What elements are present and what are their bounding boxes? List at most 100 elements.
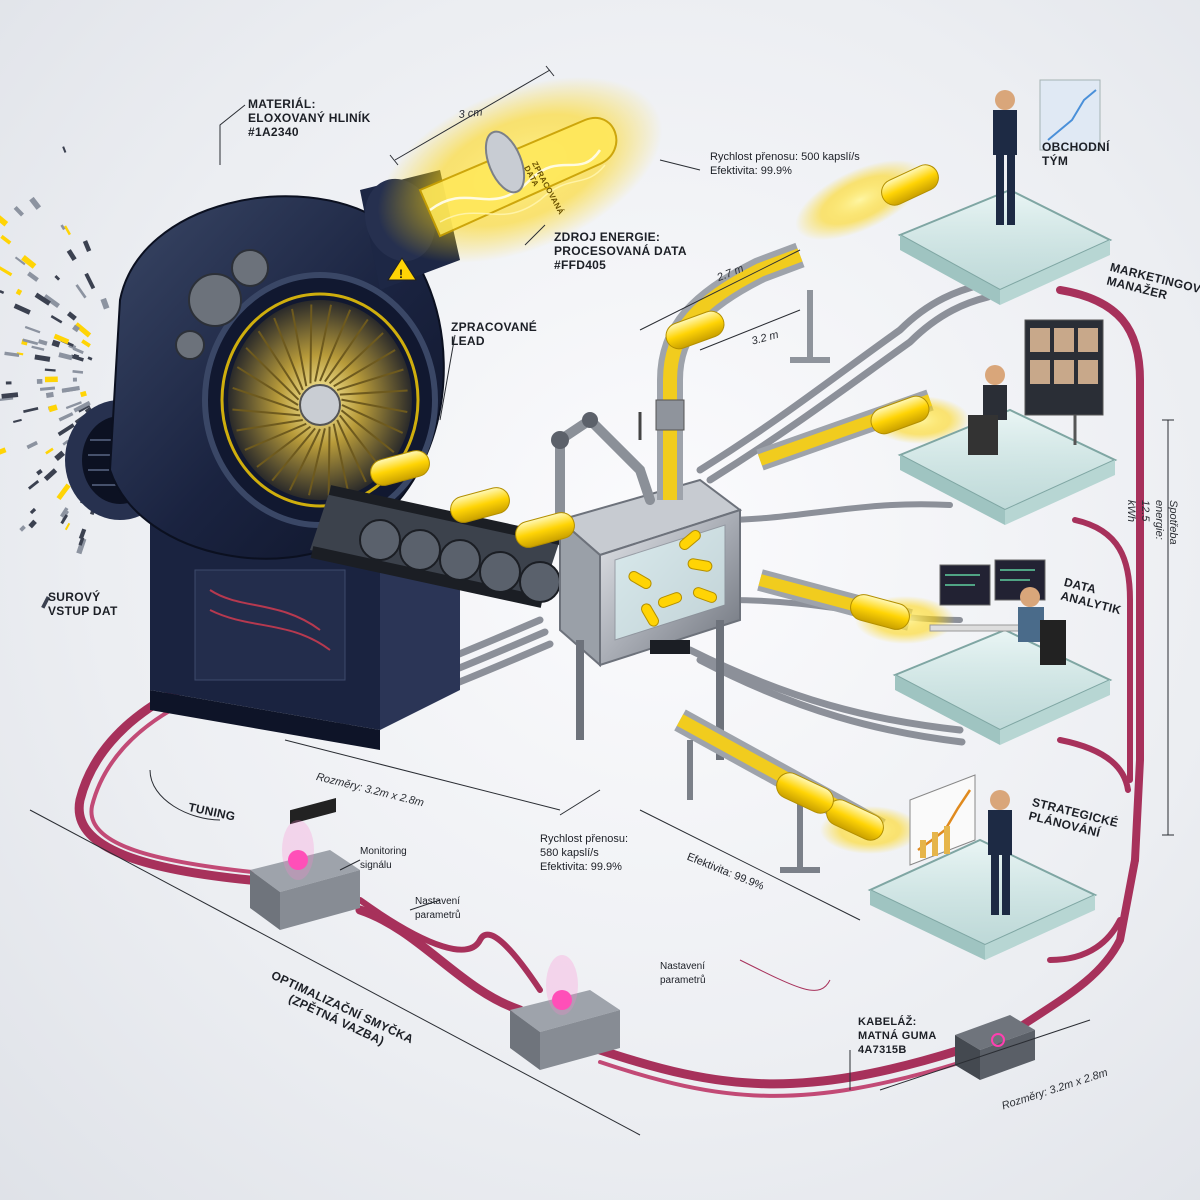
data-fragment xyxy=(15,288,23,296)
energy-tube xyxy=(377,76,663,264)
data-fragment xyxy=(0,289,5,295)
data-fragment xyxy=(78,537,85,546)
turbine-blade xyxy=(291,308,308,387)
data-fragment xyxy=(60,514,69,525)
data-fragment xyxy=(82,240,92,253)
turbine-blade xyxy=(339,414,383,470)
data-fragment xyxy=(79,390,87,398)
data-fragment xyxy=(81,339,91,348)
turbine-blade xyxy=(341,404,404,434)
sorted-capsule xyxy=(641,603,659,627)
data-fragment xyxy=(70,354,84,362)
team-label-sales: OBCHODNÍ TÝM xyxy=(1042,140,1110,168)
control-box-left xyxy=(250,797,360,930)
data-fragment xyxy=(12,418,22,424)
sorted-capsule xyxy=(687,558,713,572)
data-fragment xyxy=(21,255,37,269)
data-fragment xyxy=(36,468,43,476)
data-fragment xyxy=(76,537,87,555)
data-fragment xyxy=(23,407,39,413)
data-fragment xyxy=(0,447,7,457)
data-fragment xyxy=(48,404,58,413)
param-adjust-label-1: Nastavení parametrů xyxy=(415,896,461,921)
data-capsule xyxy=(850,594,910,630)
platform-analyst xyxy=(892,559,1113,745)
data-fragment xyxy=(72,324,80,333)
turbine-blade xyxy=(244,422,307,451)
data-fragment xyxy=(27,480,40,490)
data-fragment xyxy=(66,249,77,261)
data-fragment xyxy=(19,525,26,532)
turbine-blade xyxy=(327,426,331,496)
sorted-capsule xyxy=(628,571,652,589)
data-fragment xyxy=(26,440,38,450)
data-fragment xyxy=(78,528,87,540)
turbine-blade xyxy=(245,347,300,401)
turbine-blade xyxy=(256,425,312,468)
data-fragment xyxy=(60,224,66,231)
transfer-rate-center: Rychlost přenosu: 580 kapslí/s Efektivit… xyxy=(540,833,629,873)
data-fragment xyxy=(58,412,74,422)
data-fragment xyxy=(56,483,71,501)
turbine-blade xyxy=(332,423,349,492)
data-fragment xyxy=(63,225,71,236)
data-fragment xyxy=(27,271,39,282)
data-fragment xyxy=(22,338,39,346)
turbine-blade xyxy=(341,398,408,414)
data-capsule xyxy=(881,164,939,206)
turbine-blade xyxy=(339,389,408,396)
turbine-blade xyxy=(273,317,304,391)
platform-strategy xyxy=(867,774,1098,960)
turbine-blade xyxy=(257,330,302,396)
sorted-capsule xyxy=(692,587,718,603)
data-fragment xyxy=(66,311,77,321)
svg-text:!: ! xyxy=(399,267,403,281)
turbine-blade xyxy=(236,366,299,406)
energy-source-label: ZDROJ ENERGIE: PROCESOVANÁ DATA #ffd405 xyxy=(554,230,687,272)
control-box-right xyxy=(955,1015,1035,1080)
data-fragment xyxy=(41,596,51,609)
data-capsule xyxy=(665,310,725,350)
data-fragment xyxy=(51,339,61,348)
data-fragment xyxy=(60,507,69,518)
turbine-blade xyxy=(271,427,316,482)
platform-marketing xyxy=(897,319,1118,525)
turbine-blade xyxy=(340,409,395,453)
turbine-blade xyxy=(232,387,299,412)
sorted-capsule xyxy=(679,530,701,550)
data-fragment xyxy=(62,439,70,446)
data-fragment xyxy=(54,274,61,281)
data-fragment xyxy=(73,400,91,413)
data-fragment xyxy=(87,356,93,361)
data-capsule xyxy=(776,772,834,814)
data-fragment xyxy=(38,339,48,346)
data-fragment xyxy=(61,386,79,393)
data-fragment xyxy=(34,354,51,362)
data-fragment xyxy=(39,386,56,391)
data-fragment xyxy=(74,322,92,338)
data-fragment xyxy=(1,392,19,399)
turbine-blade xyxy=(336,419,367,483)
raw-input-label: SUROVÝ VSTUP DAT xyxy=(48,590,118,618)
data-fragment xyxy=(57,423,75,437)
turbine-blade xyxy=(328,332,384,385)
data-fragment xyxy=(29,196,42,210)
data-fragment xyxy=(72,377,77,382)
data-fragment xyxy=(0,397,14,402)
data-fragment xyxy=(64,522,71,531)
data-fragment xyxy=(43,468,58,482)
param-adjust-label-2: Nastavení parametrů xyxy=(660,961,706,986)
data-capsule xyxy=(450,487,510,523)
data-fragment xyxy=(50,315,63,324)
sorting-machine xyxy=(551,412,743,760)
turbine-blade xyxy=(308,428,326,496)
data-fragment xyxy=(72,370,84,374)
material-label: MATERIÁL: ELOXOVANÝ HLINÍK #1a2340 xyxy=(248,97,371,139)
data-fragment xyxy=(62,146,67,153)
energy-consumption-dim: Spotřeba energie: 12.5 kWh xyxy=(1125,500,1179,545)
data-fragment xyxy=(14,256,26,266)
data-fragment xyxy=(45,447,54,455)
data-fragment xyxy=(65,401,82,410)
data-fragment xyxy=(24,325,41,334)
